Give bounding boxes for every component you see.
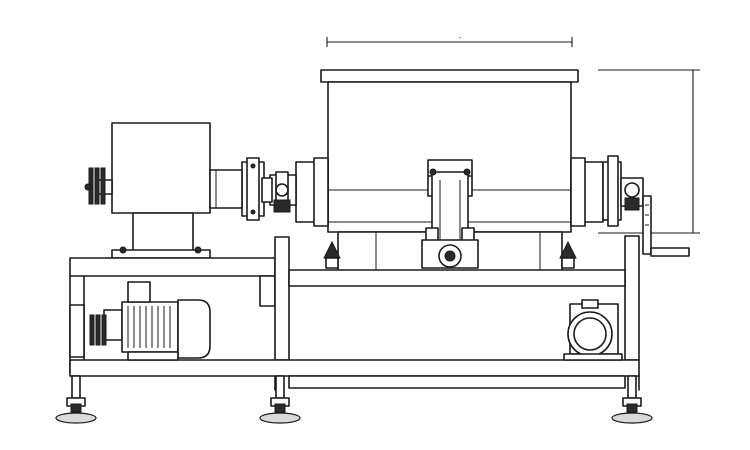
crank-handle: [642, 195, 690, 257]
gearbox-output-shaft: [209, 169, 243, 209]
right-outlet-nozzle: [559, 240, 577, 269]
leveling-foot-right: [611, 375, 653, 424]
left-outlet-nozzle: [323, 240, 341, 269]
discharge-valve: [421, 159, 479, 269]
gearbox-housing: [111, 122, 211, 214]
leveling-foot-left: [55, 375, 97, 424]
gearbox: [111, 122, 243, 259]
top-length-dimension: -: [326, 34, 573, 47]
right-trough-endcap: [570, 157, 604, 227]
upper-platform-deck: [69, 257, 276, 277]
drive-motor: [89, 281, 211, 361]
left-shaft-bearing: [269, 171, 297, 213]
base-frame: [69, 359, 640, 391]
upper-frame-rail: [288, 269, 626, 287]
left-frame-post: [274, 236, 290, 361]
gearbox-pulley: [84, 167, 113, 205]
base-rail: [69, 359, 640, 377]
trough-lid-rim: [320, 69, 579, 83]
top-length-label: -: [459, 34, 462, 42]
left-platform-frame: [69, 257, 276, 373]
coupling-flange: [241, 157, 273, 221]
base-lower-rail: [288, 375, 626, 389]
right-shaft-bearing: [602, 155, 644, 227]
motor-end-cover: [177, 299, 211, 359]
left-trough-endcap: [295, 157, 329, 227]
right-frame-post: [624, 235, 640, 361]
gearbox-stand: [132, 212, 194, 254]
pump-unit: [563, 299, 623, 361]
motor-terminal-box: [127, 281, 151, 303]
right-main-frame: [274, 235, 640, 361]
leveling-foot-center: [259, 375, 301, 424]
